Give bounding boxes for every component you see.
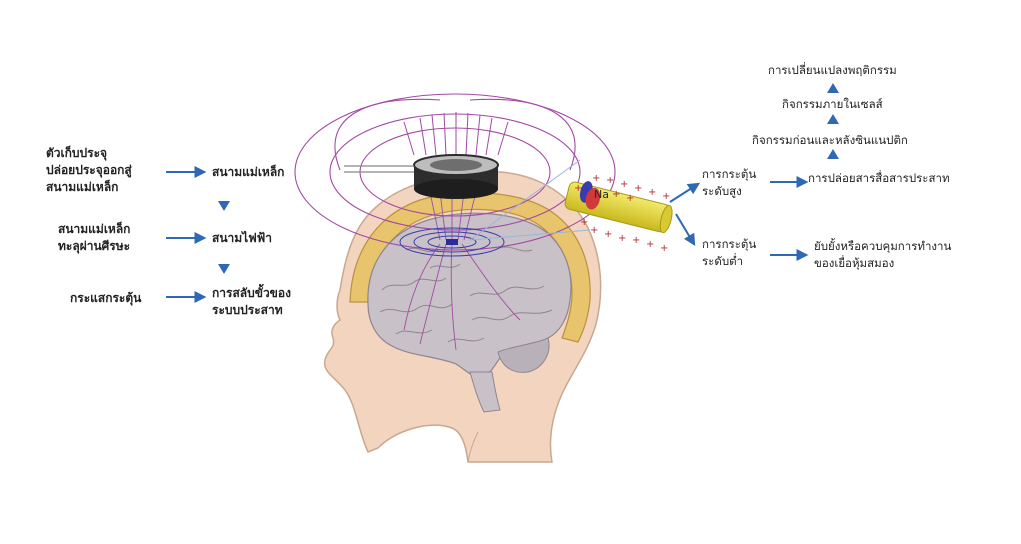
magnetic-field-label: สนามแม่เหล็ก bbox=[212, 165, 285, 179]
arrow-axon-to-high bbox=[669, 182, 701, 203]
axon bbox=[564, 181, 673, 234]
down-arrow-2 bbox=[218, 264, 230, 274]
current-label: กระแสกระตุ้น bbox=[70, 291, 142, 305]
tms-coil bbox=[413, 154, 499, 199]
source-label-line2: ปล่อยประจุออกสู่ bbox=[46, 163, 132, 177]
induced-current-rings bbox=[399, 227, 505, 257]
up-arrow-1 bbox=[827, 149, 839, 159]
low-stimulation-line2: ระดับต่ำ bbox=[702, 254, 744, 268]
plus-charge-sign: + bbox=[626, 193, 635, 204]
high-stimulation-line2: ระดับสูง bbox=[702, 184, 742, 198]
depolarization-line2: ระบบประสาท bbox=[212, 303, 283, 317]
down-arrow-1 bbox=[218, 201, 230, 211]
pre-post-synaptic-label: กิจกรรมก่อนและหลังซินแนปติก bbox=[752, 133, 908, 147]
plus-charge-sign: + bbox=[648, 187, 657, 198]
plus-charge-sign: + bbox=[606, 175, 615, 186]
electric-field-label: สนามไฟฟ้า bbox=[212, 231, 272, 245]
plus-charge-sign: + bbox=[580, 217, 589, 228]
depolarization-line1: การสลับขั้วของ bbox=[212, 286, 291, 300]
plus-charge-sign: + bbox=[592, 173, 601, 184]
inhibit-label-line2: ของเยื่อหุ้มสมอง bbox=[814, 256, 895, 270]
plus-charge-sign: + bbox=[646, 239, 655, 250]
plus-charge-sign: + bbox=[574, 183, 583, 194]
plus-charge-sign: + bbox=[632, 235, 641, 246]
plus-charge-sign: + bbox=[612, 189, 621, 200]
arrow-axon-to-low bbox=[675, 213, 696, 247]
up-arrow-2 bbox=[827, 114, 839, 124]
inhibit-label-line1: ยับยั้งหรือควบคุมการทำงาน bbox=[814, 239, 952, 253]
behavior-change-label: การเปลี่ยนแปลงพฤติกรรม bbox=[768, 63, 897, 77]
plus-charge-sign: + bbox=[590, 225, 599, 236]
intracellular-activity-label: กิจกรรมภายในเซลส์ bbox=[782, 97, 883, 111]
high-stimulation-line1: การกระตุ้น bbox=[702, 167, 757, 181]
neurotransmitter-release-label: การปล่อยสารสื่อสารประสาท bbox=[808, 171, 950, 185]
source-label-line1: ตัวเก็บประจุ bbox=[46, 146, 108, 160]
plus-charge-sign: + bbox=[618, 233, 627, 244]
up-arrow-3 bbox=[827, 83, 839, 93]
sodium-ion-label: Na bbox=[594, 188, 609, 201]
brain-folds bbox=[379, 246, 553, 343]
plus-charge-sign: + bbox=[604, 229, 613, 240]
plus-charge-sign: + bbox=[660, 243, 669, 254]
plus-charge-sign: + bbox=[662, 191, 671, 202]
low-stimulation-line1: การกระตุ้น bbox=[702, 237, 757, 251]
plus-charge-sign: + bbox=[634, 183, 643, 194]
plus-charge-sign: + bbox=[620, 179, 629, 190]
passing-label-line1: สนามแม่เหล็ก bbox=[58, 222, 131, 236]
down-up-triangles bbox=[218, 83, 839, 274]
passing-label-line2: ทะลุผ่านศีรษะ bbox=[58, 239, 131, 253]
field-lines-above-coil bbox=[403, 112, 509, 156]
source-label-line3: สนามแม่เหล็ก bbox=[46, 180, 119, 194]
